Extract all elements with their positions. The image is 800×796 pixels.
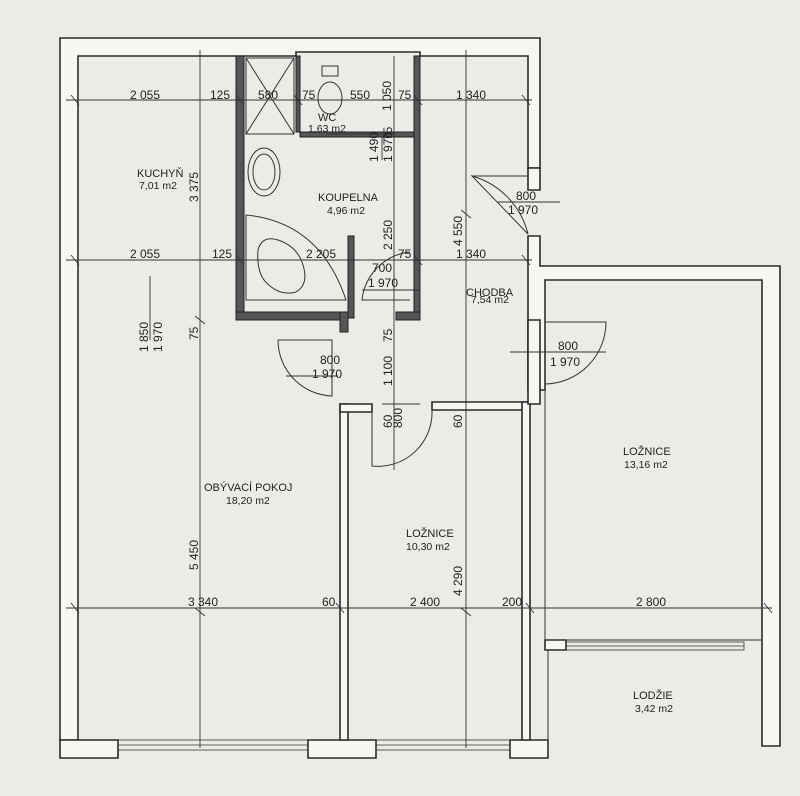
dim-bottom-1: 3 340: [188, 595, 218, 609]
bathroom-area: 4,96 m2: [327, 205, 365, 217]
dim-small-60-b: 60: [451, 414, 465, 428]
door-bedroom-large-h: 1 970: [550, 355, 580, 369]
bedroom-small-area: 10,30 m2: [406, 541, 450, 553]
dim-living-door-h: 1 850: [137, 322, 151, 352]
loggia-area: 3,42 m2: [635, 703, 673, 715]
dimension-labels: 2 055 125 580 75 550 1 050 75 1 340 2 05…: [130, 81, 666, 609]
dim-mid-5: 1 340: [456, 247, 486, 261]
interior-walls: [339, 167, 541, 741]
door-entrance-h: 1 970: [508, 203, 538, 217]
dim-bottom-5: 2 800: [636, 595, 666, 609]
dim-top-4: 75: [302, 88, 316, 102]
wc-area: 1,63 m2: [308, 123, 346, 135]
loggia-name: LODŽIE: [633, 689, 673, 702]
dim-mid-1: 2 055: [130, 247, 160, 261]
door-bathroom-h: 1 970: [368, 276, 398, 290]
living-name: OBÝVACÍ POKOJ: [204, 481, 292, 494]
dim-wc-v1: 1 490: [367, 132, 381, 162]
kitchen-area: 7,01 m2: [139, 180, 177, 192]
kitchen-name: KUCHYŇ: [137, 167, 184, 180]
dim-wc-v3: 75: [381, 126, 395, 140]
hall-area: 7,54 m2: [471, 294, 509, 306]
dim-top-5: 550: [350, 88, 370, 102]
dim-mid-2: 125: [212, 247, 232, 261]
room-labels: KUCHYŇ 7,01 m2 WC 1,63 m2 KOUPELNA 4,96 …: [137, 112, 673, 715]
door-living-h: 1 970: [312, 367, 342, 381]
hall-name: CHODBA: [466, 287, 514, 299]
doors: [277, 175, 607, 467]
dim-bath-depth: 2 250: [381, 220, 395, 250]
dim-top-8: 1 340: [456, 88, 486, 102]
dimension-lines: [66, 50, 773, 748]
bathroom-walls: [235, 55, 421, 333]
dim-top-3: 580: [258, 88, 278, 102]
dim-hall-v2: 1 100: [381, 356, 395, 386]
dim-small-60-a: 60: [381, 414, 395, 428]
dim-hall-v1: 75: [381, 328, 395, 342]
door-living-w: 800: [320, 353, 340, 367]
dim-bottom-4: 200: [502, 595, 522, 609]
door-entrance-w: 800: [516, 189, 536, 203]
bedroom-small-name: LOŽNICE: [406, 527, 454, 540]
dim-wall-75-living: 75: [187, 326, 201, 340]
dim-hall-depth: 4 550: [451, 216, 465, 246]
windows: [117, 641, 745, 751]
dim-bottom-2: 60: [322, 595, 336, 609]
door-bedroom-large-w: 800: [558, 339, 578, 353]
dim-top-6: 1 050: [380, 81, 394, 111]
bedroom-large-area: 13,16 m2: [624, 459, 668, 471]
dim-kitchen-depth: 3 375: [187, 172, 201, 202]
wc-name: WC: [318, 112, 336, 124]
dim-small-800: 800: [391, 408, 405, 428]
dim-top-2: 125: [210, 88, 230, 102]
dim-top-1: 2 055: [130, 88, 160, 102]
dim-living-depth: 5 450: [187, 540, 201, 570]
bedroom-large-name: LOŽNICE: [623, 445, 671, 458]
dim-wc-v2: 1 970: [381, 132, 395, 162]
dim-bottom-3: 2 400: [410, 595, 440, 609]
dim-living-door-h2: 1 970: [151, 322, 165, 352]
dim-mid-4: 75: [398, 247, 412, 261]
bathroom-name: KOUPELNA: [318, 192, 379, 204]
door-bathroom-w: 700: [372, 261, 392, 275]
dim-bedroom-depth: 4 290: [451, 566, 465, 596]
dim-mid-3: 2 205: [306, 247, 336, 261]
dim-top-7: 75: [398, 88, 412, 102]
living-area: 18,20 m2: [226, 495, 270, 507]
outer-walls: [59, 37, 781, 759]
